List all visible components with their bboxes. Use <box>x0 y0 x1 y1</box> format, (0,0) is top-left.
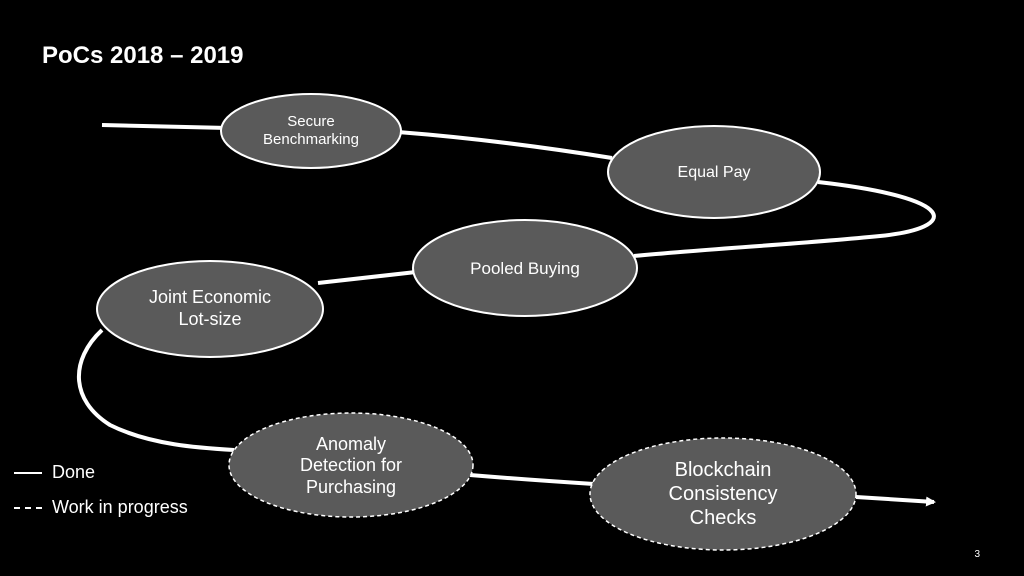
node-label-equal-pay: Equal Pay <box>608 160 820 186</box>
timeline-path-4 <box>77 328 235 452</box>
node-label-joint-economic-lot-size: Joint Economic Lot-size <box>97 284 323 334</box>
node-text-line: Pooled Buying <box>470 258 580 278</box>
node-label-anomaly-detection: Anomaly Detection for Purchasing <box>229 428 473 504</box>
timeline-arrow <box>855 495 936 507</box>
node-joint-economic-lot-size <box>96 260 324 358</box>
node-text-line: Equal Pay <box>677 164 751 182</box>
timeline-path-5 <box>469 473 595 486</box>
timeline-path-1 <box>397 130 613 160</box>
dashed-line-icon <box>14 506 42 509</box>
node-text-line: Blockchain <box>674 459 772 481</box>
legend-work-in-progress: Work in progress <box>14 497 188 518</box>
node-blockchain-consistency <box>589 437 857 551</box>
node-anomaly-detection <box>228 412 474 518</box>
node-equal-pay <box>607 125 821 219</box>
node-label-blockchain-consistency: Blockchain Consistency Checks <box>590 454 856 534</box>
timeline-path-2 <box>633 180 936 258</box>
node-text-line: Consistency <box>668 483 778 505</box>
page-number: 3 <box>974 549 980 560</box>
node-text-line: Lot-size <box>178 309 242 329</box>
legend-done-label: Done <box>52 462 96 482</box>
timeline-path-start <box>101 123 229 130</box>
timeline-path-3 <box>317 270 417 285</box>
node-text-line: Secure <box>287 113 335 130</box>
solid-line-icon <box>14 471 42 474</box>
legend-wip-label: Work in progress <box>52 497 188 517</box>
node-text-line: Anomaly <box>315 433 387 454</box>
node-label-secure-benchmarking: Secure Benchmarking <box>221 106 401 156</box>
node-secure-benchmarking <box>220 93 402 169</box>
node-text-line: Benchmarking <box>263 131 359 148</box>
node-text-line: Joint Economic <box>148 287 272 308</box>
node-text-line: Checks <box>689 507 757 529</box>
node-label-pooled-buying: Pooled Buying <box>413 256 637 282</box>
node-text-line: Purchasing <box>305 476 397 497</box>
page-title: PoCs 2018 – 2019 <box>42 42 244 69</box>
node-text-line: Detection for <box>299 455 403 476</box>
legend-done: Done <box>14 462 95 483</box>
node-pooled-buying <box>412 219 638 317</box>
